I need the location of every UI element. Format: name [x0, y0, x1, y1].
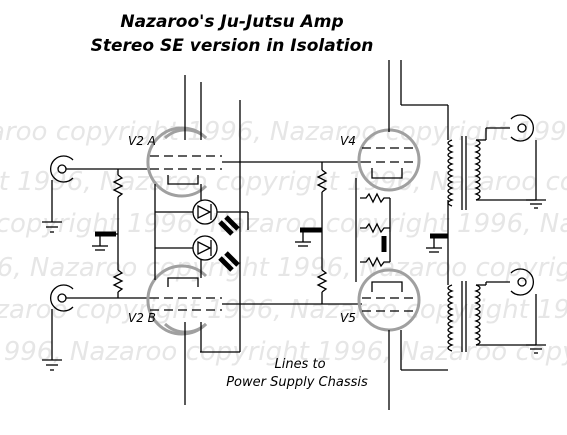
output-jack-bottom: [510, 268, 534, 296]
cathode-led-top: [155, 199, 248, 236]
watermark-line-3: Nazaroo copyright 1996, Nazaroo copyrigh…: [0, 209, 567, 239]
tube-label-v4: V4: [340, 134, 356, 148]
diagram-subtitle: Stereo SE version in Isolation: [91, 36, 374, 56]
supply-lines: [200, 210, 449, 353]
tube-v4: [357, 60, 448, 192]
supply-note-line-2: Power Supply Chassis: [226, 375, 368, 390]
output-transformer-top: [447, 105, 546, 210]
tube-v2b: [146, 264, 222, 405]
watermark-line-1: Nazaroo copyright 1996, Nazaroo copyrigh…: [0, 117, 567, 147]
tube-label-v2a: V2 A: [128, 134, 156, 148]
tube-v2a: [146, 75, 222, 198]
output-transformer-bottom: [447, 260, 546, 354]
interstage-wiring: [222, 100, 322, 342]
v4-v5-grid-resistors: [295, 161, 362, 305]
output-cathode-network: [355, 178, 391, 282]
watermark-line-5: Nazaroo copyright 1996, Nazaroo copyrigh…: [0, 295, 567, 325]
input-jack-top: [42, 155, 118, 233]
diagram-title: Nazaroo's Ju-Jutsu Amp: [120, 12, 343, 32]
v2-grid-resistors: [92, 168, 150, 299]
tube-label-v2b: V2 B: [128, 311, 156, 325]
supply-note-line-1: Lines to: [274, 357, 325, 372]
v2-cathode-wiring: [154, 184, 249, 280]
watermark-line-4: Nazaroo copyright 1996, Nazaroo copyrigh…: [0, 253, 567, 283]
output-jack-top: [510, 114, 534, 142]
tube-v5: [357, 268, 448, 410]
cathode-led-bottom: [155, 235, 240, 272]
watermark: Nazaroo copyright 1996, Nazaroo copyrigh…: [0, 117, 567, 367]
watermark-line-2: Nazaroo copyright 1996, Nazaroo copyrigh…: [0, 167, 567, 197]
input-jack-bottom: [42, 284, 118, 371]
tube-label-v5: V5: [340, 311, 356, 325]
watermark-line-6: Nazaroo copyright 1996, Nazaroo copyrigh…: [0, 337, 567, 367]
